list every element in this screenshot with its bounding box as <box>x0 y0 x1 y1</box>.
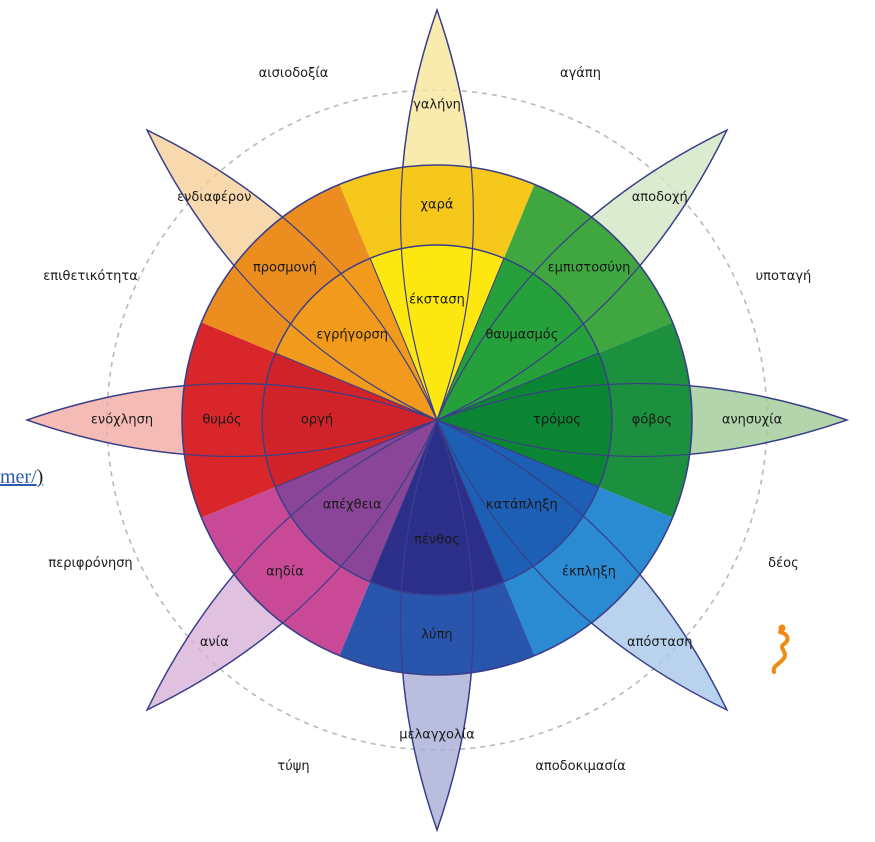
label-inner-sadness: πένθος <box>414 533 460 548</box>
label-outer-fear: ανησυχία <box>722 413 782 428</box>
middle-ring-surprise <box>503 486 673 656</box>
label-inner-anticipation: εγρήγορση <box>316 328 388 343</box>
petal-outline-surprise <box>435 418 729 712</box>
label-inner-disgust: απέχθεια <box>323 497 382 512</box>
middle-ring-sadness <box>339 581 535 676</box>
label-outer-surprise: απόσταση <box>627 635 692 650</box>
label-middle-trust: εμπιστοσύνη <box>548 260 631 275</box>
dyad-label-5: περιφρόνηση <box>48 556 132 571</box>
label-outer-sadness: μελαγχολία <box>399 728 474 743</box>
petal-outline-sadness <box>400 418 474 832</box>
label-middle-fear: φόβος <box>632 413 672 428</box>
dyad-label-1: υποταγή <box>756 269 812 284</box>
dyad-label-3: αποδοκιμασία <box>535 759 625 774</box>
dyad-label-4: τύψη <box>277 759 309 774</box>
outer-ring-outline <box>181 164 693 676</box>
label-middle-sadness: λύπη <box>421 628 452 643</box>
label-inner-surprise: κατάπληξη <box>486 497 558 512</box>
dyad-label-0: αγάπη <box>560 66 601 81</box>
inner-ring-outline <box>261 244 613 596</box>
middle-ring-trust <box>503 184 673 354</box>
middle-ring-joy <box>339 165 535 259</box>
middle-ring-anticipation <box>201 184 371 354</box>
petal-outline-disgust <box>145 418 439 712</box>
middle-ring-disgust <box>201 486 371 656</box>
petal-outline-joy <box>400 8 474 422</box>
label-inner-trust: θαυμασμός <box>485 328 558 343</box>
petal-outline-trust <box>435 128 729 422</box>
label-inner-fear: τρόμος <box>533 413 581 428</box>
label-outer-joy: γαλήνη <box>413 98 461 113</box>
label-middle-anger: θυμός <box>202 413 241 428</box>
petal-outline-anticipation <box>145 128 439 422</box>
inner-discs <box>25 8 849 832</box>
label-inner-anger: οργή <box>301 413 333 428</box>
middle-ring-fear <box>598 322 693 518</box>
brand-logo <box>771 624 790 674</box>
label-middle-anticipation: προσμονή <box>253 260 317 275</box>
label-outer-trust: αποδοχή <box>632 190 688 205</box>
label-middle-joy: χαρά <box>421 198 454 213</box>
label-outer-anger: ενόχληση <box>91 413 153 428</box>
middle-ring-anger <box>182 322 276 518</box>
petal-labels: γαλήνη χαρά έκσταση αποδοχή εμπιστοσύνη θαυμα… <box>91 98 782 743</box>
petal-outline-fear <box>435 383 849 457</box>
dyad-label-7: αισιοδοξία <box>259 66 329 81</box>
label-outer-anticipation: ενδιαφέρον <box>177 190 251 205</box>
dyad-label-6: επιθετικότητα <box>43 269 138 284</box>
cropped-source-link[interactable]: mer/) <box>0 466 44 488</box>
petal-outline-anger <box>25 383 439 457</box>
label-outer-disgust: ανία <box>200 635 229 650</box>
label-middle-surprise: έκπληξη <box>562 565 616 580</box>
label-middle-disgust: αηδία <box>266 565 304 580</box>
label-inner-joy: έκσταση <box>409 293 465 308</box>
dyad-labels: αγάπη υποταγή δέος αποδοκιμασία τύψη περιφρόν… <box>43 66 811 774</box>
dyad-label-2: δέος <box>768 556 799 571</box>
